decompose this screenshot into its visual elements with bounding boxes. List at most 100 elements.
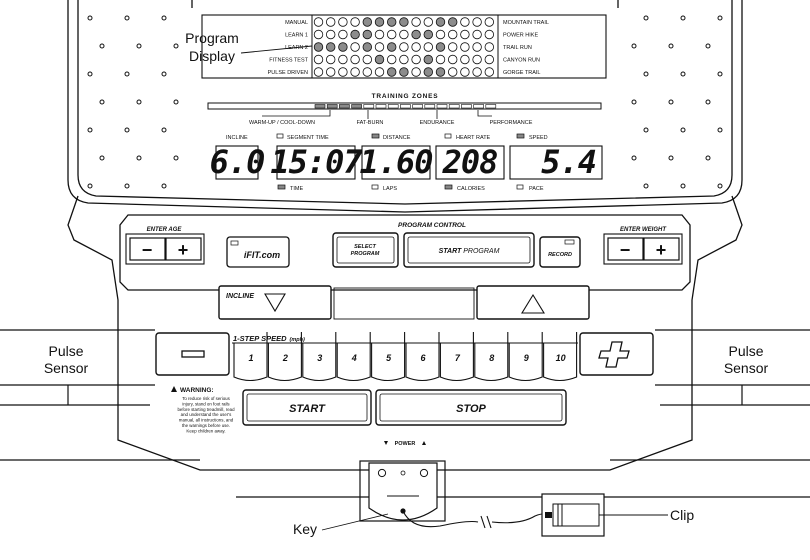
age-increase-button[interactable]: + — [165, 237, 202, 261]
pulse-sensor-left-line1: Pulse — [48, 343, 83, 359]
zone-led — [375, 104, 387, 109]
zone-led — [326, 104, 338, 109]
program-name-left: FITNESS TEST — [269, 58, 308, 64]
incline-decrease-button[interactable]: INCLINE — [218, 285, 332, 320]
safety-key[interactable] — [368, 462, 438, 521]
start-program-button[interactable]: START PROGRAM — [403, 232, 535, 268]
led-dot — [448, 67, 458, 77]
led-dot-lit — [362, 29, 373, 40]
pulse-sensor-right: Pulse Sensor — [724, 343, 769, 405]
led-dot — [387, 29, 397, 40]
led-dot-lit — [338, 42, 348, 52]
screw-hole — [717, 127, 723, 133]
program-name-right: POWER HIKE — [503, 33, 538, 39]
select-program-button[interactable]: SELECT PROGRAM — [332, 232, 399, 268]
speed-key-1[interactable]: 1 — [233, 332, 268, 382]
led-dot — [460, 17, 470, 27]
speed-display: SPEED 5.4 PACE — [509, 133, 603, 192]
led-dot — [423, 17, 434, 27]
enter-age-control: ENTER AGE − + — [125, 227, 205, 265]
laps-label: LAPS — [383, 186, 397, 192]
led-dot — [350, 17, 360, 27]
stop-button[interactable]: STOP — [375, 389, 567, 426]
program-name-right: TRAIL RUN — [503, 45, 532, 51]
speed-key-label: 8 — [489, 353, 494, 363]
led-dot — [460, 67, 470, 77]
screw-holes-right — [631, 15, 723, 189]
incline-increase-button[interactable] — [476, 285, 590, 320]
speed-key-6[interactable]: 6 — [405, 332, 440, 382]
program-control: PROGRAM CONTROL iFIT.com SELECT PROGRAM … — [226, 222, 581, 268]
zone-led — [448, 104, 460, 109]
led-dot — [435, 54, 446, 65]
speed-key-10[interactable]: 10 — [543, 332, 578, 382]
screw-hole — [717, 15, 723, 21]
zone-endurance-label: ENDURANCE — [420, 120, 455, 126]
program-name-left: LEARN 1 — [285, 33, 308, 39]
led-dot-lit — [423, 54, 434, 65]
led-dot — [484, 54, 495, 65]
start-button[interactable]: START — [242, 389, 372, 426]
speed-key-7[interactable]: 7 — [439, 332, 474, 382]
led-dot — [362, 67, 373, 77]
calories-label: CALORIES — [457, 186, 485, 192]
screw-hole — [643, 183, 649, 189]
screw-hole — [173, 99, 179, 105]
led-dot-lit — [448, 17, 458, 27]
led-dot — [362, 54, 373, 65]
led-dot — [448, 42, 458, 52]
led-dot — [374, 29, 385, 40]
screw-hole — [643, 71, 649, 77]
screw-hole — [631, 155, 637, 161]
screw-hole — [680, 71, 686, 77]
program-name-left: LEARN 2 — [285, 45, 308, 51]
screw-hole — [717, 71, 723, 77]
led-dot — [460, 42, 470, 52]
speed-key-9[interactable]: 9 — [508, 332, 543, 382]
led-dot-lit — [387, 17, 397, 27]
led-dot — [472, 29, 482, 40]
age-minus-icon: − — [142, 240, 153, 260]
segment-time-label: SEGMENT TIME — [287, 135, 329, 141]
weight-minus-icon: − — [620, 240, 631, 260]
time-label: TIME — [290, 186, 303, 192]
speed-decrease-button[interactable] — [155, 332, 230, 376]
speed-key-5[interactable]: 5 — [371, 332, 406, 382]
ifit-button[interactable]: iFIT.com — [226, 236, 290, 268]
led-dot — [484, 29, 495, 40]
led-dot — [350, 67, 360, 77]
zone-led — [387, 104, 399, 109]
screw-hole — [136, 155, 142, 161]
led-dot-lit — [435, 17, 446, 27]
record-label: RECORD — [548, 252, 572, 258]
speed-key-3[interactable]: 3 — [302, 332, 337, 382]
led-dot-lit — [387, 67, 397, 77]
led-dot — [313, 17, 324, 27]
led-dot — [338, 17, 348, 27]
screw-hole — [643, 127, 649, 133]
pulse-sensor-right-line1: Pulse — [728, 343, 763, 359]
weight-increase-button[interactable]: + — [643, 237, 680, 261]
speed-key-label: 6 — [420, 353, 426, 363]
program-name-right: CANYON RUN — [503, 58, 540, 64]
screw-hole — [705, 43, 711, 49]
weight-decrease-button[interactable]: − — [607, 237, 644, 261]
screw-hole — [631, 99, 637, 105]
speed-key-4[interactable]: 4 — [336, 332, 371, 382]
screw-hole — [680, 183, 686, 189]
led-dot — [313, 67, 324, 77]
screw-holes-left — [87, 15, 179, 189]
led-dot — [387, 54, 397, 65]
led-dot-lit — [350, 29, 360, 40]
speed-increase-button[interactable] — [579, 332, 654, 376]
speed-key-8[interactable]: 8 — [474, 332, 509, 382]
safety-clip[interactable] — [541, 493, 605, 537]
age-decrease-button[interactable]: − — [129, 237, 166, 261]
warning-line: and understand the user's — [181, 412, 232, 417]
speed-key-2[interactable]: 2 — [267, 332, 302, 382]
record-button[interactable]: RECORD — [539, 236, 581, 268]
